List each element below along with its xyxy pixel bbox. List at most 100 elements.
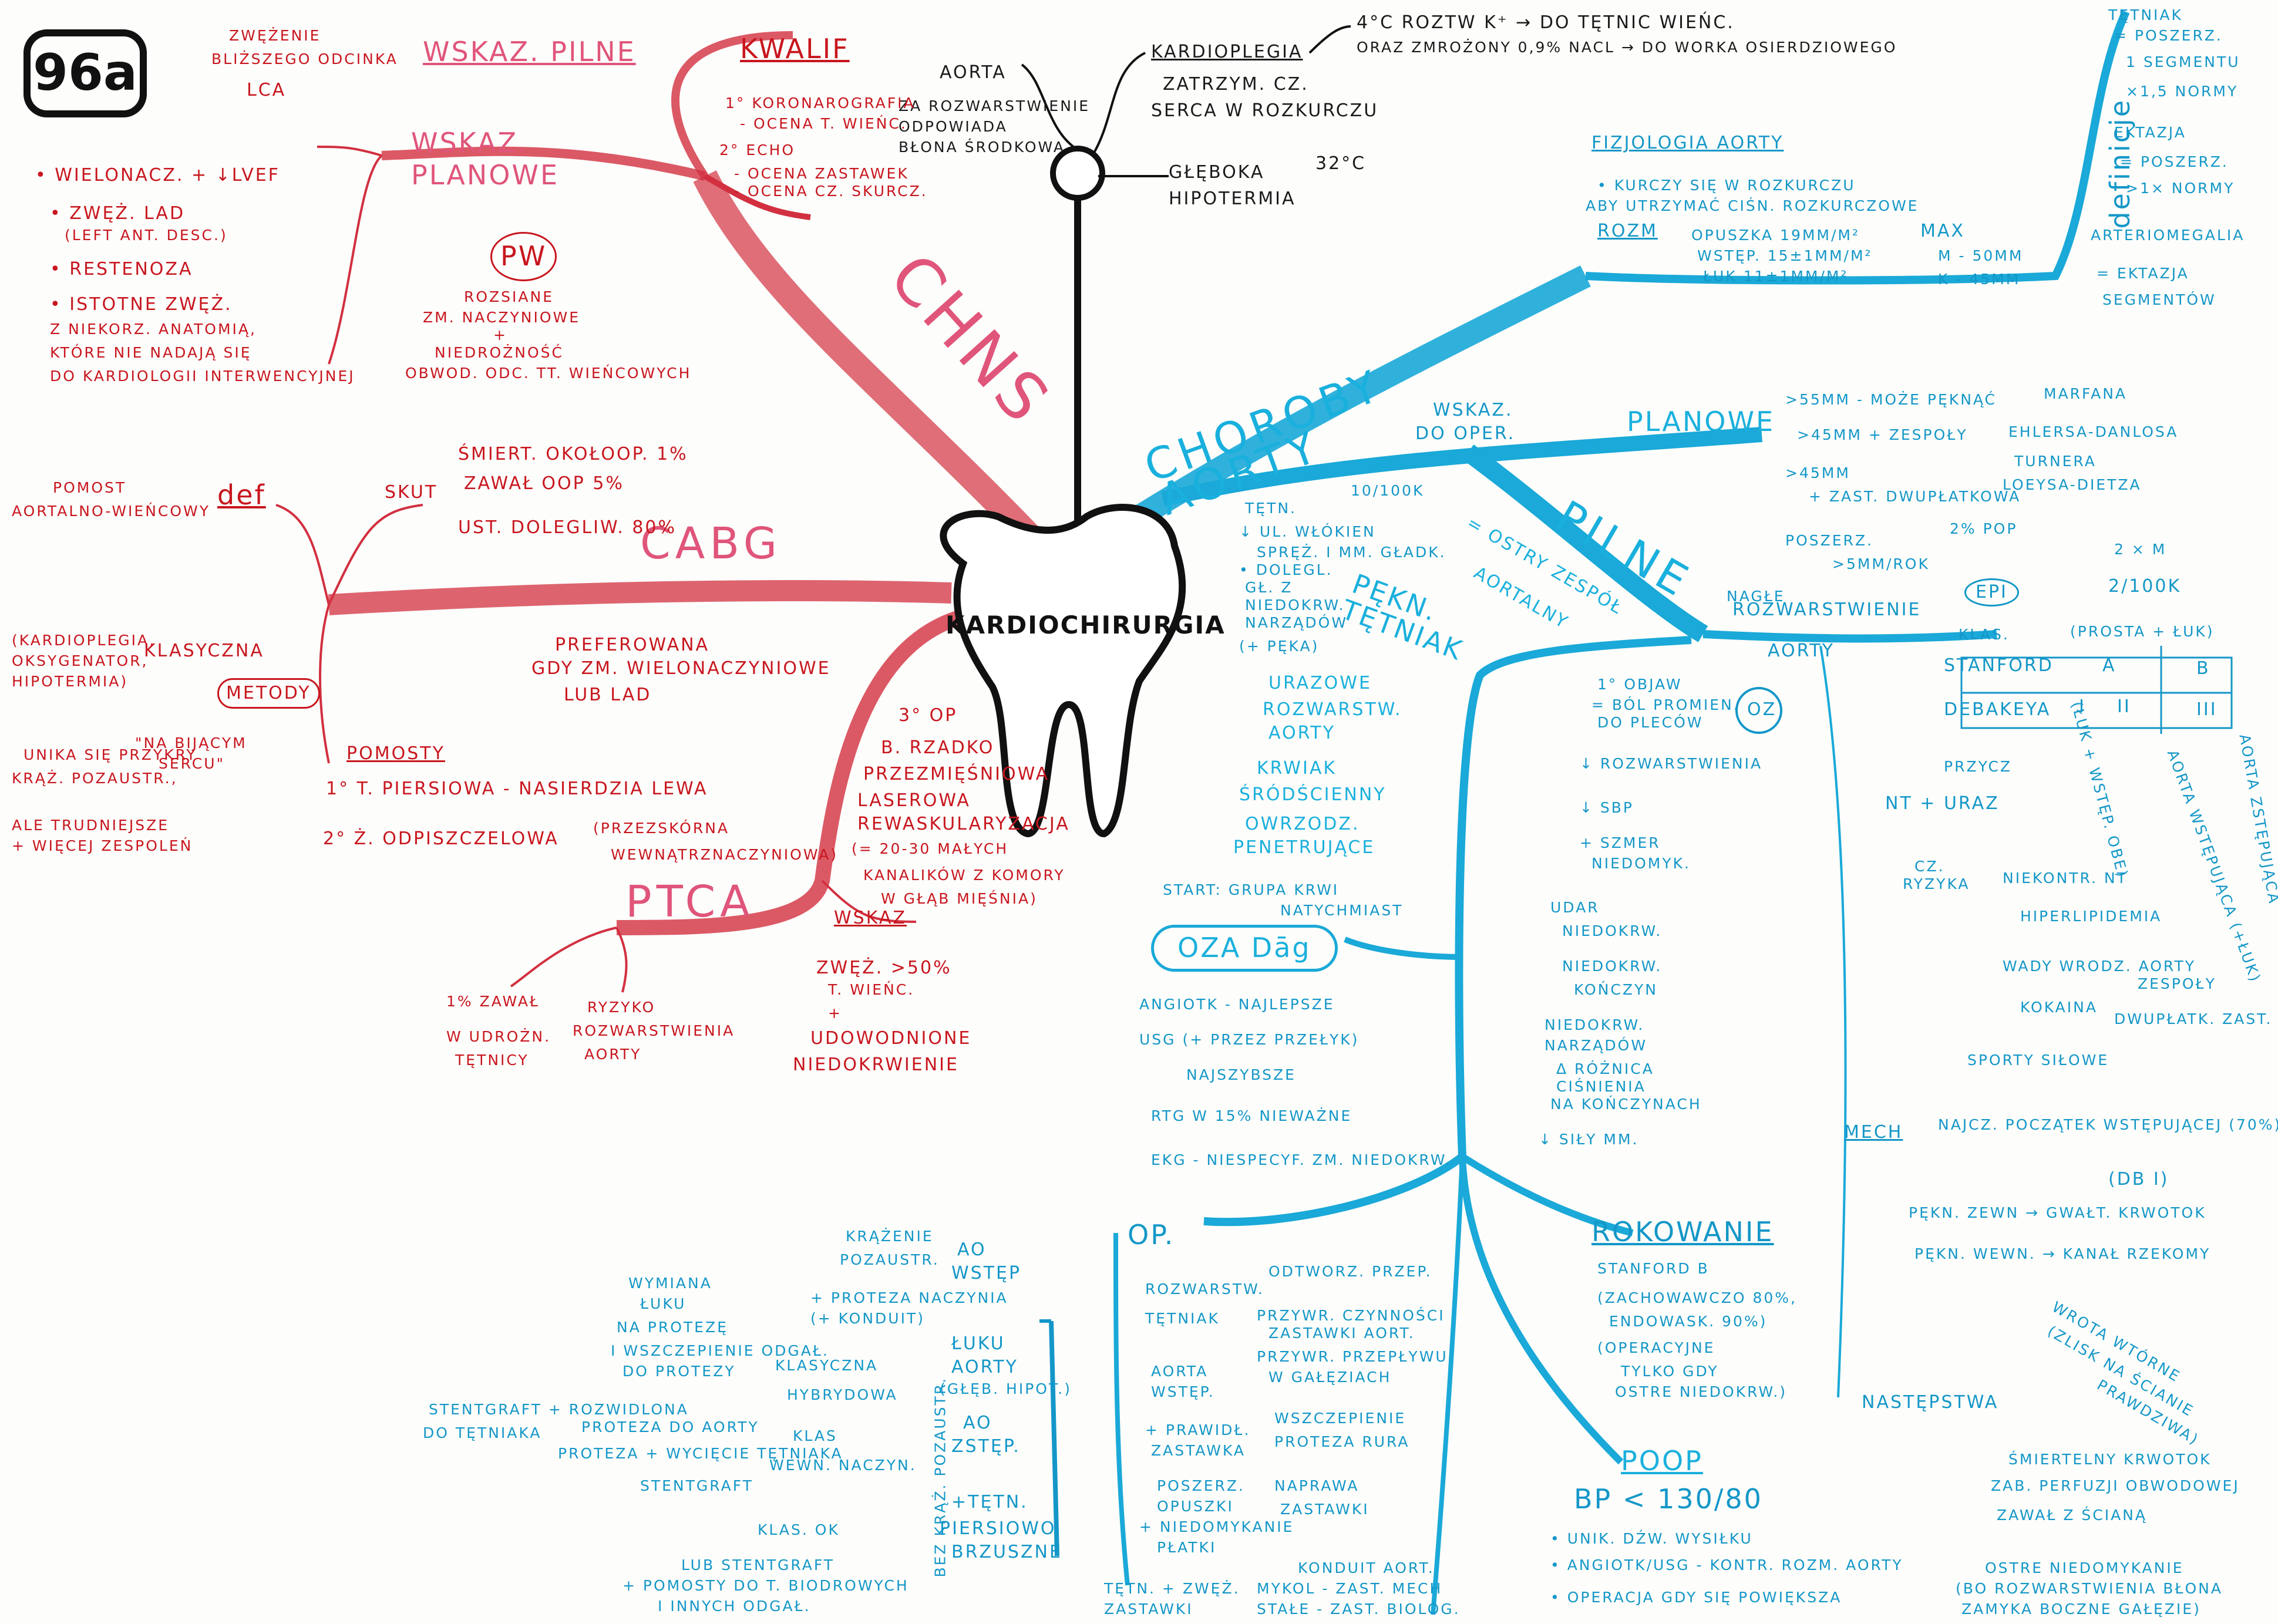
preferowana-1: PREFEROWANA bbox=[555, 635, 710, 655]
planowe-item-6: Z NIEKORZ. ANATOMIĄ, bbox=[50, 321, 257, 338]
planowe-item-1: • WIELONACZ. + ↓LVEF bbox=[35, 165, 280, 186]
brzuszna-item-1: LUB STENTGRAFT bbox=[681, 1556, 835, 1574]
zstep-item-1: PROTEZA + WYCIĘCIE TĘTNIAKA bbox=[558, 1445, 843, 1462]
zstep-item-2: WEWN. NACZYN. bbox=[769, 1457, 917, 1474]
ptca-note-1: (PRZEZSKÓRNA bbox=[593, 820, 729, 837]
kwalif-item-4: - OCENA ZASTAWEK bbox=[734, 165, 909, 182]
wymiana-4: I WSZCZEPIENIE ODGAŁ. bbox=[611, 1342, 829, 1359]
op-item-12: ZASTAWKI bbox=[1104, 1601, 1193, 1618]
ptca-ryzyka-2: W UDROŻN. bbox=[446, 1028, 551, 1045]
nast-item-6: ZAMYKA BOCZNE GAŁĘZIE) bbox=[1961, 1601, 2201, 1618]
info-temp-k2: ORAZ ZMROŻONY 0,9% NaCl → DO WORKA OSIER… bbox=[1357, 39, 1897, 56]
pomost-2: AORTALNO-WIEŃCOWY bbox=[12, 503, 211, 520]
nast-item-4: OSTRE NIEDOMYKANIE bbox=[1985, 1559, 2184, 1576]
ryzyka-item-6: DWUPŁATK. ZAST. bbox=[2114, 1010, 2273, 1027]
chns-kwalif: KWALIF bbox=[740, 33, 850, 65]
bez-krazenia-2: KRĄŻ. POZAUSTR., bbox=[12, 770, 178, 787]
op-luk-1: ŁUKU bbox=[951, 1333, 1005, 1354]
wskaz-oper-1: WSKAZ. bbox=[1433, 400, 1513, 420]
oz-item-15: CIŚNIENIA bbox=[1556, 1078, 1646, 1095]
page-tag: 96a bbox=[23, 29, 147, 117]
op-brzuszna-1: +TĘTN. bbox=[951, 1492, 1028, 1512]
aorta-planowe: PLANOWE bbox=[1627, 406, 1775, 437]
na-bijacym-2: SERCU" bbox=[159, 755, 226, 772]
info-kardioplegia-note-1: ZATRZYM. CZ. bbox=[1163, 74, 1309, 95]
zespol-2: EHLERSA-DANLOSA bbox=[2008, 423, 2179, 440]
op-item-8: OPUSZKI bbox=[1157, 1498, 1234, 1515]
tetn-note-9: (+ PĘKA) bbox=[1239, 638, 1320, 655]
tmlr-1: 3° OP bbox=[899, 705, 958, 726]
klasyczna2-label: KLAS. OK bbox=[758, 1521, 840, 1538]
op-result-1: ODTWORZ. PRZEP. bbox=[1268, 1263, 1432, 1280]
zespol-4: LOEYSA-DIETZA bbox=[2003, 476, 2142, 493]
oz-item-1: 1° OBJAW bbox=[1597, 676, 1683, 693]
tmlr-2: B. RZADKO bbox=[881, 737, 995, 758]
nagle: NAGŁE bbox=[1727, 588, 1785, 605]
op-item-6: ZASTAWKA bbox=[1151, 1442, 1246, 1459]
klas-i: I bbox=[2079, 696, 2086, 717]
pw-item-2: ZM. NACZYNIOWE bbox=[423, 309, 581, 326]
pomost-def: def bbox=[217, 479, 266, 511]
owrzodz-1: OWRZODZ. bbox=[1245, 814, 1360, 834]
urazowe-3: AORTY bbox=[1268, 723, 1335, 743]
op-brzuszna-2: PIERSIOWO bbox=[940, 1518, 1056, 1539]
ryzyka-item-3: WADY WRODZ. AORTY bbox=[2003, 958, 2196, 975]
metody-item-1: (KARDIOPLEGIA, bbox=[12, 632, 156, 649]
rozm-max-k: K - 45mm bbox=[1938, 271, 2021, 288]
tetn-note-6: GŁ. Z bbox=[1245, 579, 1293, 596]
oza-item-1: angioTK - NAJLEPSZE bbox=[1139, 996, 1335, 1013]
rokowanie-item-1: STANFORD B bbox=[1597, 1260, 1710, 1277]
planowe-item-5: • ISTOTNE ZWĘŻ. bbox=[50, 294, 233, 315]
zespol-3: TURNERA bbox=[2014, 453, 2097, 470]
epi-label: EPI bbox=[1964, 578, 2019, 607]
oz-item-17: ↓ SIŁY MM. bbox=[1539, 1131, 1639, 1148]
chns-branch bbox=[693, 170, 1043, 550]
op-item-7: POSZERZ. bbox=[1157, 1477, 1245, 1494]
wskaz-pilne: WSKAZ. PILNE bbox=[423, 36, 636, 68]
wskaz-planowe-2: PLANOWE bbox=[411, 159, 560, 191]
op-result-4: PRZYWR. PRZEPŁYWU bbox=[1257, 1348, 1448, 1365]
tetn-note-3: ↓ UL. WŁÓKIEN bbox=[1239, 523, 1376, 540]
op-luk-2: AORTY bbox=[951, 1357, 1018, 1377]
nast-item-3: ZAWAŁ Z ŚCIANĄ bbox=[1997, 1507, 2147, 1524]
tmlr-4: LASEROWA bbox=[857, 790, 971, 811]
krazenie-1: KRĄŻENIE bbox=[846, 1228, 934, 1245]
metody-item-4: KLASYCZNA bbox=[144, 641, 264, 661]
info-kardioplegia-note-2: SERCA W ROZKURCZU bbox=[1151, 100, 1379, 121]
brzuszna-item-2: + POMOSTY DO T. BIODROWYCH bbox=[623, 1577, 909, 1594]
fizjologia-item-1: • KURCZY SIĘ W ROZKURCZU bbox=[1597, 177, 1856, 194]
wskaz-pilne-note-2: BLIŻSZEGO ODCINKA bbox=[211, 50, 398, 68]
rokowanie-item-4: (OPERACYJNE bbox=[1597, 1339, 1715, 1356]
klas-debakeya: DEBAKEYA bbox=[1944, 699, 2051, 720]
ptca-wskaz-item-4: UDOWODNIONE bbox=[810, 1028, 972, 1049]
skut-label: SKUT bbox=[385, 482, 438, 503]
metody-label: METODY bbox=[217, 678, 320, 709]
ptca-ryzyka2-1: RYZYKO bbox=[587, 999, 656, 1016]
tmlr-5: REWASKULARYZACJA bbox=[857, 814, 1070, 834]
klas-a: A bbox=[2102, 655, 2117, 676]
oza-item-3: NAJSZYBSZE bbox=[1186, 1066, 1296, 1083]
ptca-wskaz: WSKAZ bbox=[834, 908, 907, 928]
rokowanie-item-3: ENDOWASK. 90%) bbox=[1609, 1313, 1768, 1330]
op-result-3: ZASTAWKI AORT. bbox=[1268, 1325, 1415, 1342]
rokowanie-item-2: (ZACHOWAWCZO 80%, bbox=[1597, 1289, 1798, 1306]
oza-item-5: EKG - NIESPECYF. ZM. NIEDOKRW. bbox=[1151, 1151, 1452, 1168]
op-result-10: KONDUIT AORT. bbox=[1298, 1559, 1435, 1576]
klas-label: KLAS. bbox=[1959, 626, 2010, 643]
oza-item-2: USG (+ PRZEZ PRZEŁYK) bbox=[1139, 1031, 1360, 1048]
pomost-1: POMOST bbox=[53, 479, 127, 496]
zespol-1: MARFANA bbox=[2044, 385, 2128, 402]
mech-label: MECH bbox=[1844, 1122, 1903, 1143]
oz-item-2: = BÓL PROMIEN. bbox=[1591, 696, 1740, 713]
poop-label: POOP bbox=[1621, 1445, 1703, 1477]
aorta-planowe-item-1: >55mm - MOŻE PĘKNĄĆ bbox=[1785, 391, 1997, 408]
op-item-2: TĘTNIAK bbox=[1145, 1310, 1220, 1327]
nast-label: NASTĘPSTWA bbox=[1862, 1392, 1999, 1413]
oz-item-7: NIEDOMYK. bbox=[1591, 855, 1691, 872]
wymiana-1: WYMIANA bbox=[628, 1275, 712, 1292]
tmlr-note-2: KANALIKÓW Z KOMORY bbox=[863, 867, 1065, 884]
center-title: KARDIOCHIRURGIA bbox=[945, 611, 1226, 639]
aorta-planowe-item-4: + ZAST. DWUPŁATKOWA bbox=[1809, 488, 2021, 505]
aorta-planowe-item-6: >5mm/ROK bbox=[1832, 555, 1930, 572]
aorta-planowe-item-5: POSZERZ. bbox=[1785, 532, 1873, 549]
